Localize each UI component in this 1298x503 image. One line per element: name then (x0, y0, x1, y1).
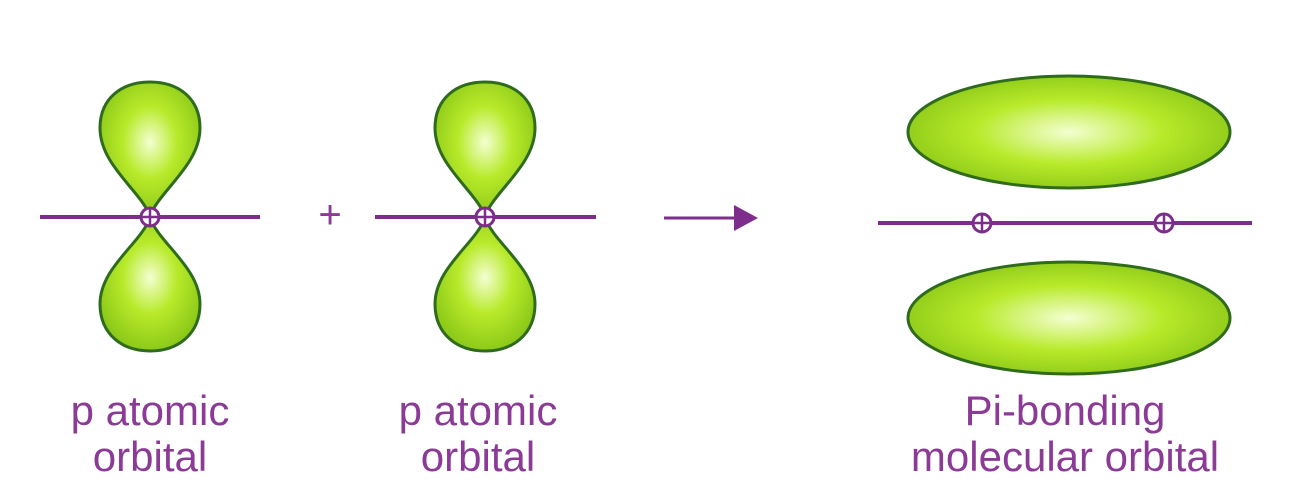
pi-left-nucleus-icon (971, 212, 993, 234)
left-nucleus-icon (139, 206, 161, 228)
middle-orbital-label-line1: p atomic (398, 387, 558, 434)
plus-sign: + (318, 193, 341, 237)
arrow-right-icon (664, 205, 758, 231)
left-orbital-label-line2: orbital (92, 433, 208, 480)
left-upper-lobe (98, 80, 202, 221)
middle-upper-lobe (433, 80, 537, 221)
left-orbital-label-line1: p atomic (70, 387, 230, 434)
pi-bonding-orbital (878, 74, 1252, 376)
left-p-orbital (40, 80, 260, 353)
pi-upper-lobe (906, 74, 1232, 190)
result-orbital-label-line1: Pi-bonding (964, 387, 1166, 434)
middle-orbital-label-line2: orbital (420, 433, 536, 480)
pi-lower-lobe (906, 260, 1232, 376)
result-orbital-label: Pi-bonding molecular orbital (880, 388, 1250, 480)
left-orbital-label: p atomic orbital (40, 388, 260, 480)
middle-orbital-label: p atomic orbital (368, 388, 588, 480)
middle-lower-lobe (433, 213, 537, 353)
middle-p-orbital (375, 80, 596, 353)
result-orbital-label-line2: molecular orbital (910, 433, 1220, 480)
middle-nucleus-icon (474, 206, 496, 228)
pi-right-nucleus-icon (1153, 212, 1175, 234)
left-lower-lobe (98, 213, 202, 353)
